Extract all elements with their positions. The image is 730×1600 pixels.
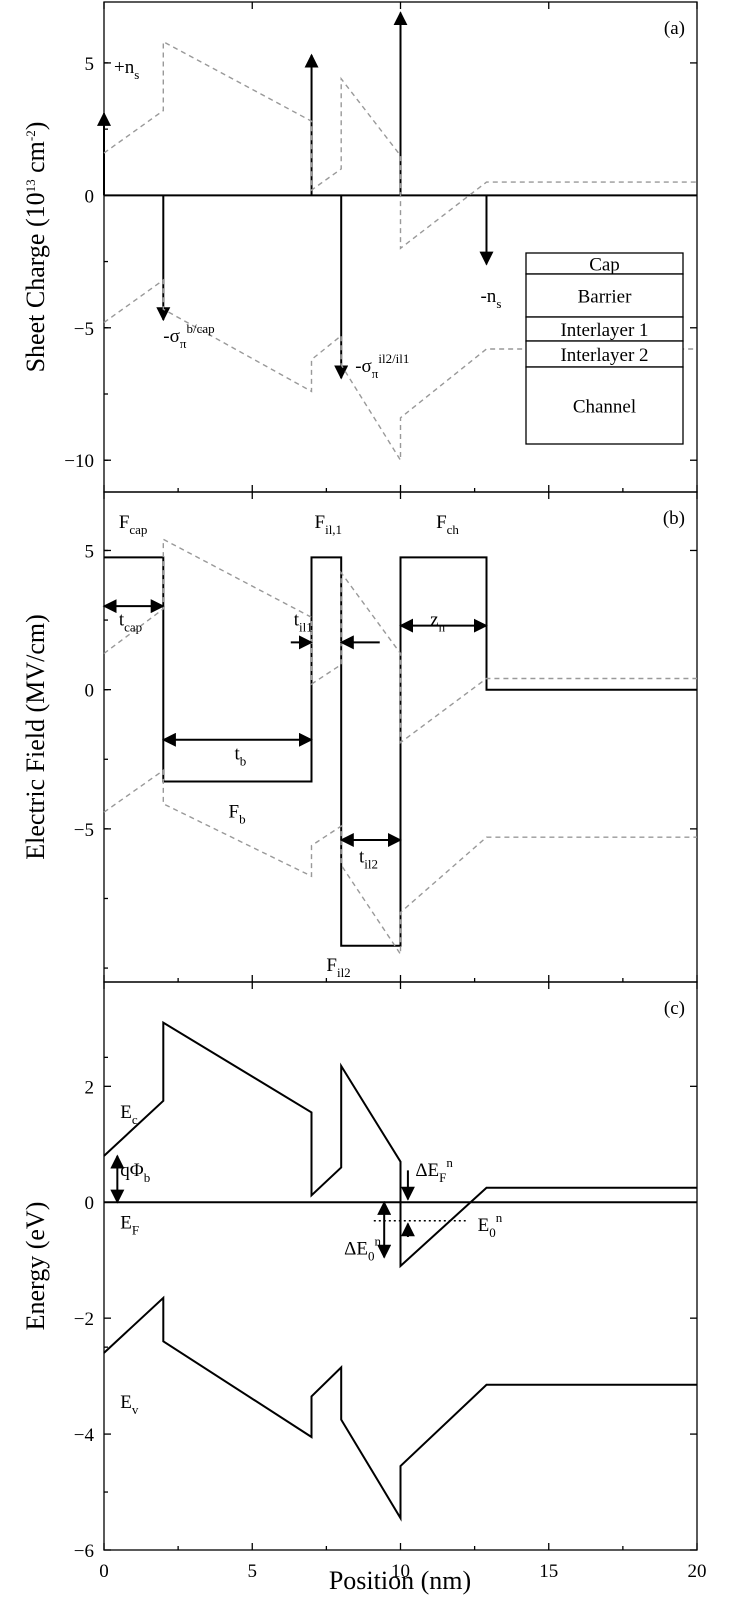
layer-box [525,340,684,368]
sheet-charge-label: -ns [480,286,501,311]
annotation: Fb [229,802,246,827]
x-tick-label: 20 [688,1561,707,1582]
layer-label: Interlayer 2 [560,345,648,366]
band-edges-dashed--line [103,538,697,744]
annotation: E0n [478,1210,503,1240]
band-edges-dashed--line [103,769,697,957]
annotation: EF [120,1212,139,1237]
annotation: til1 [294,610,313,635]
annotation: Fcap [119,512,148,537]
y-tick-label: −6 [74,1541,94,1562]
layer-label: Interlayer 1 [560,320,648,341]
annotation: ΔE0n [344,1233,381,1263]
annotation: tb [234,743,246,768]
x-tick-label: 10 [391,1561,410,1582]
y-tick-label: −4 [74,1425,95,1446]
y-axis-label: Sheet Charge (1013 cm-2) [21,122,50,373]
electric-field-line [104,556,697,947]
layer-box [525,273,684,318]
layer-label: Channel [573,397,636,418]
y-tick-label: 5 [85,541,95,562]
y-tick-label: −10 [64,451,94,472]
sheet-charge-label: +ns [114,57,139,82]
panel-label: (b) [663,508,685,529]
annotation: qΦb [120,1160,150,1185]
layer-label: Barrier [578,287,632,308]
annotation: Fch [436,512,459,537]
y-tick-label: −2 [74,1309,94,1330]
layer-box [525,366,684,445]
band-edges-dashed--line [103,40,697,250]
y-tick-label: 0 [85,1193,95,1214]
y-tick-label: −5 [74,820,94,841]
panel-label: (a) [664,18,685,39]
annotation: Fil,1 [315,512,343,537]
annotation: Fil2 [326,955,350,980]
annotation: Ec [120,1102,138,1127]
annotation: ΔEFn [415,1155,453,1185]
x-axis-label: Position (nm) [329,1566,471,1595]
band-edges-dashed--line [103,278,697,463]
panel-label: (c) [664,998,685,1019]
annotation: Ev [120,1392,139,1417]
annotation: zn [430,610,445,635]
x-tick-label: 5 [248,1561,258,1582]
sheet-charge-label: -σπil2/il1 [355,351,409,381]
layer-label: Cap [589,255,620,276]
x-tick-label: 0 [99,1561,109,1582]
y-tick-label: 0 [85,681,95,702]
annotation: tcap [119,610,142,635]
y-axis-label: Energy (eV) [21,1202,50,1331]
y-axis-label: Electric Field (MV/cm) [21,614,50,859]
e-v-line [103,1295,697,1522]
y-tick-label: 0 [85,186,95,207]
x-tick-label: 15 [539,1561,558,1582]
y-tick-label: 5 [85,54,95,75]
sheet-charge-label: -σπb/cap [163,321,214,351]
annotation: til2 [359,846,378,871]
e-c-line [103,1020,697,1269]
y-tick-label: 2 [85,1077,95,1098]
y-tick-label: −5 [74,319,94,340]
